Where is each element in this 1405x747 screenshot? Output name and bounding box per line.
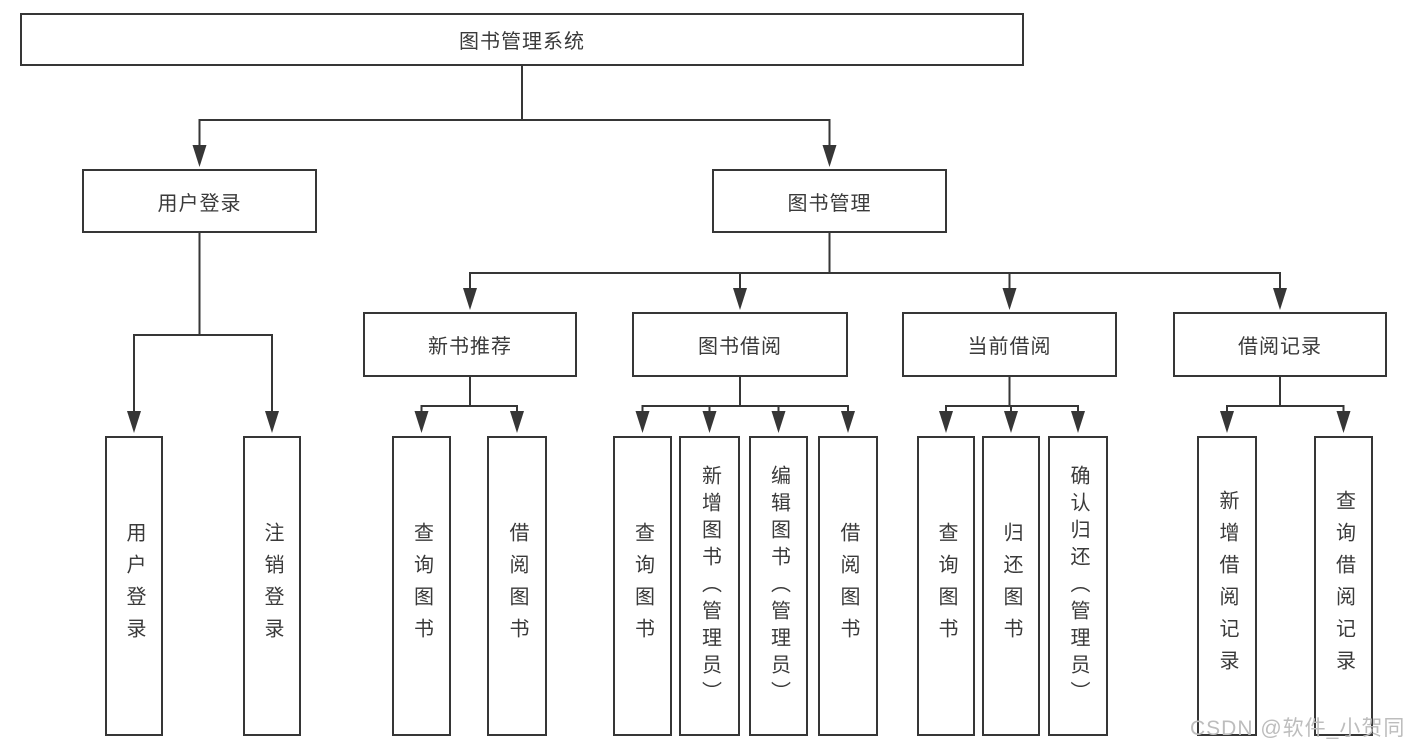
leaf-confirm-return-admin-label: 确认归还（管理员） [1067,464,1089,708]
leaf-query-books-3: 查询图书 [917,436,975,736]
leaf-return-books: 归还图书 [982,436,1040,736]
node-root-system: 图书管理系统 [20,13,1024,66]
node-root-system-label: 图书管理系统 [459,31,585,53]
csdn-watermark: CSDN @软件_小贺同学 [1190,717,1405,740]
leaf-confirm-return-admin: 确认归还（管理员） [1048,436,1108,736]
node-user-login-label: 用户登录 [157,192,242,215]
leaf-return-books-label: 归还图书 [1000,522,1022,650]
leaf-query-books-2-label: 查询图书 [631,522,654,650]
leaf-add-books-admin-label: 新增图书（管理员） [698,464,721,708]
leaf-query-books-1-label: 查询图书 [410,522,433,650]
node-borrow-records: 借阅记录 [1173,312,1387,377]
leaf-query-borrow-record: 查询借阅记录 [1314,436,1373,736]
node-book-management-label: 图书管理 [787,192,872,215]
leaf-borrow-books-2-label: 借阅图书 [837,522,859,650]
node-book-borrow: 图书借阅 [632,312,848,377]
leaf-edit-books-admin-label: 编辑图书（管理员） [767,464,790,708]
leaf-user-login: 用户登录 [105,436,163,736]
leaf-add-borrow-record-label: 新增借阅记录 [1216,490,1238,682]
leaf-query-borrow-record-label: 查询借阅记录 [1332,490,1355,682]
leaf-logout: 注销登录 [243,436,301,736]
node-new-book-recommend-label: 新书推荐 [428,336,512,358]
leaf-user-login-label: 用户登录 [123,522,145,650]
leaf-query-books-3-label: 查询图书 [935,522,957,650]
node-user-login: 用户登录 [82,169,317,233]
leaf-borrow-books-1: 借阅图书 [487,436,547,736]
leaf-add-books-admin: 新增图书（管理员） [679,436,740,736]
node-book-management: 图书管理 [712,169,947,233]
node-current-borrow: 当前借阅 [902,312,1117,377]
node-new-book-recommend: 新书推荐 [363,312,577,377]
leaf-query-books-2: 查询图书 [613,436,672,736]
node-borrow-records-label: 借阅记录 [1238,336,1322,358]
node-current-borrow-label: 当前借阅 [967,336,1052,358]
leaf-borrow-books-2: 借阅图书 [818,436,878,736]
node-book-borrow-label: 图书借阅 [698,336,782,358]
leaf-edit-books-admin: 编辑图书（管理员） [749,436,808,736]
leaf-borrow-books-1-label: 借阅图书 [506,522,528,650]
leaf-query-books-1: 查询图书 [392,436,451,736]
leaf-add-borrow-record: 新增借阅记录 [1197,436,1257,736]
leaf-logout-label: 注销登录 [261,522,283,650]
